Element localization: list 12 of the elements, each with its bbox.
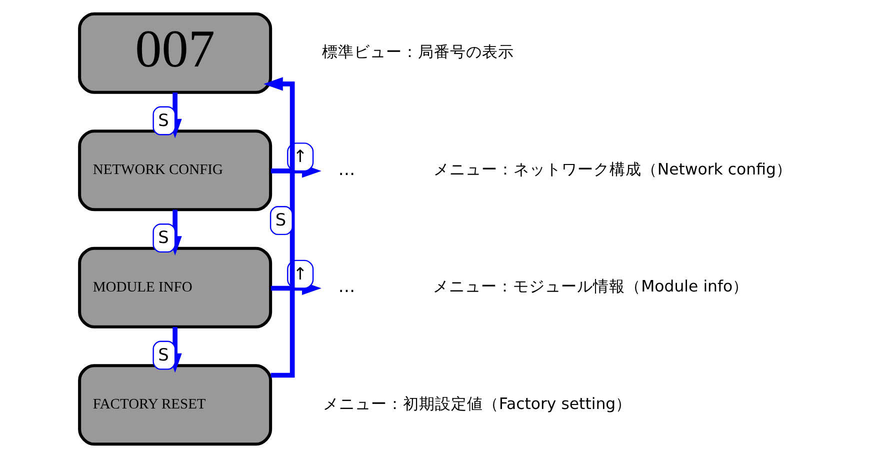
label: メニュー：モジュール情報（Module info） (432, 276, 748, 296)
edge-label: ↑ (292, 262, 307, 283)
edge-label: S (274, 209, 286, 230)
label: 標準ビュー：局番号の表示 (322, 42, 514, 61)
edge-label: S (158, 344, 168, 364)
label: メニュー：ネットワーク構成（Network config） (432, 158, 792, 178)
edge-label: S (158, 226, 168, 247)
node-text: … (338, 158, 355, 178)
edge-label: S (158, 109, 168, 130)
node-text: … (338, 276, 355, 296)
edge-label: ↑ (292, 146, 307, 166)
label: メニュー：初期設定値（Factory setting） (322, 393, 632, 412)
